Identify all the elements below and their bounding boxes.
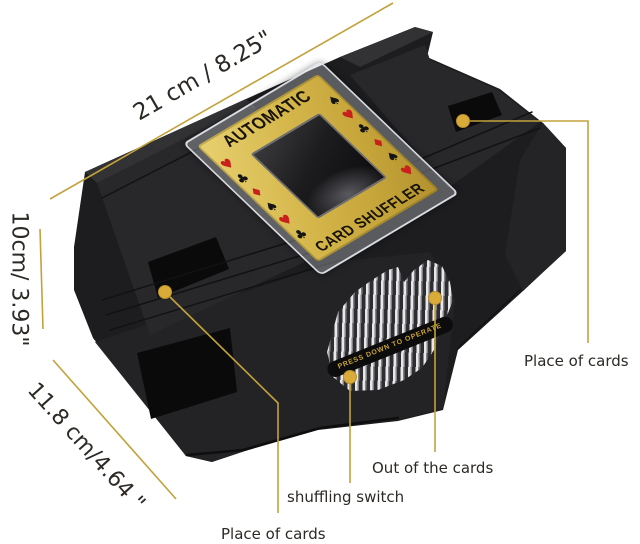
dimension-height-label: 10cm/ 3.93" — [6, 211, 32, 347]
label-place-of-cards-bottom: Place of cards — [221, 525, 326, 543]
dimension-line-width — [49, 2, 394, 200]
dimension-line-height — [39, 228, 44, 330]
right-back-wall — [340, 27, 433, 67]
left-slope-groove-2 — [105, 242, 343, 316]
label-out-of-the-cards: Out of the cards — [372, 459, 494, 477]
label-shuffling-switch: shuffling switch — [287, 488, 405, 506]
dimension-line-depth — [52, 359, 177, 500]
left-tray-slot — [148, 237, 229, 298]
label-place-of-cards-right: Place of cards — [524, 352, 629, 370]
left-slope-groove-3 — [109, 257, 349, 331]
left-back-wall — [85, 99, 256, 183]
